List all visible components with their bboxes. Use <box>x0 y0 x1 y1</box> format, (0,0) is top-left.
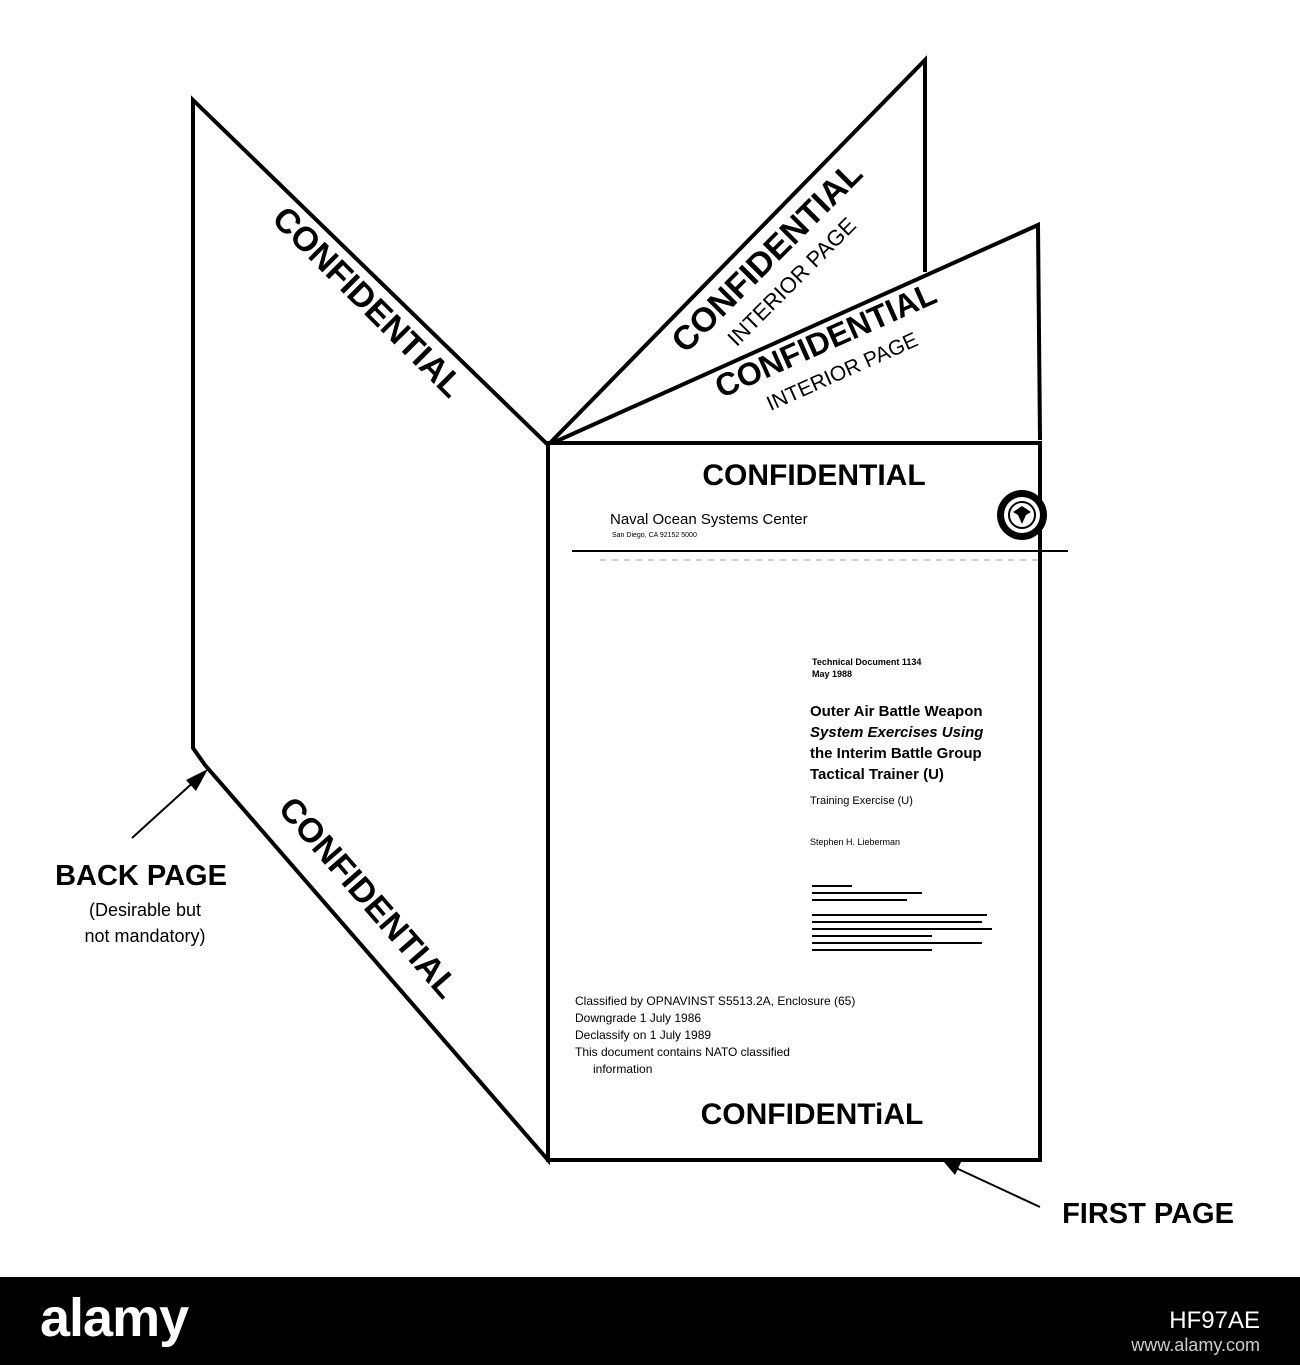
classification-line-2: Downgrade 1 July 1986 <box>575 1011 701 1025</box>
classification-line-1: Classified by OPNAVINST S5513.2A, Enclos… <box>575 994 855 1008</box>
doc-title-line-3: the Interim Battle Group <box>810 745 982 762</box>
doc-title-line-1: Outer Air Battle Weapon <box>810 703 983 720</box>
doc-date: May 1988 <box>812 669 852 679</box>
first-page-label: FIRST PAGE <box>1062 1198 1234 1230</box>
navy-seal-icon <box>997 490 1047 540</box>
doc-title-line-2: System Exercises Using <box>810 724 983 741</box>
first-page-outline <box>546 441 1042 1162</box>
interior-page-2-outline <box>547 221 1042 447</box>
back-page-note-line-1: (Desirable but <box>89 900 201 920</box>
first-page-arrow <box>944 1160 1041 1208</box>
doc-title-line-4: Tactical Trainer (U) <box>810 766 944 783</box>
back-page-label: BACK PAGE <box>55 860 227 892</box>
doc-subtitle: Training Exercise (U) <box>810 795 913 807</box>
classification-line-4: This document contains NATO classified <box>575 1045 790 1059</box>
back-page-outline <box>191 95 550 1166</box>
back-page-arrow <box>131 769 208 839</box>
interior-page-1-outline <box>546 55 927 447</box>
watermark-url: www.alamy.com <box>1131 1335 1260 1355</box>
first-page-bottom-marking: CONFIDENTiAL <box>701 1098 924 1131</box>
distribution-notice-block <box>812 885 992 951</box>
org-name: Naval Ocean Systems Center <box>610 511 808 528</box>
watermark-logo: alamy <box>40 1288 189 1348</box>
classification-line-3: Declassify on 1 July 1989 <box>575 1028 711 1042</box>
org-address: San Diego, CA 92152 5000 <box>612 532 697 539</box>
classification-line-5: information <box>593 1062 652 1076</box>
watermark-footer: alamy HF97AE www.alamy.com <box>0 1277 1300 1365</box>
back-page-note-line-2: not mandatory) <box>84 926 205 946</box>
doc-number: Technical Document 1134 <box>812 657 921 667</box>
doc-author: Stephen H. Lieberman <box>810 837 900 847</box>
watermark-image-id: HF97AE <box>1169 1307 1260 1334</box>
first-page-top-marking: CONFIDENTIAL <box>702 459 925 492</box>
